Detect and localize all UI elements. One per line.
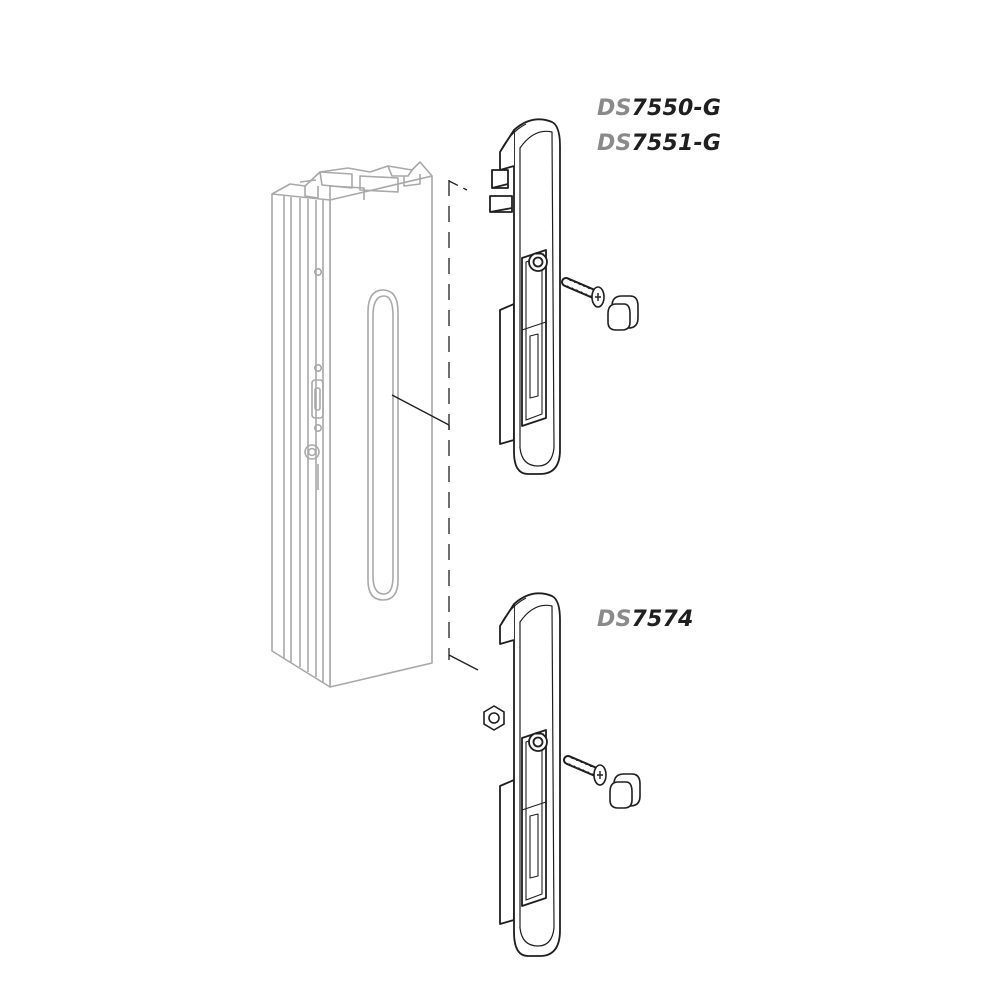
code-prefix: DS xyxy=(597,131,632,156)
product-code-label: DS7550-G xyxy=(597,96,721,122)
screw-icon xyxy=(561,277,605,308)
nut-icon xyxy=(483,705,505,731)
code-prefix: DS xyxy=(597,96,632,121)
product-code-label: DS7551-G xyxy=(597,131,721,157)
cover-cap-icon xyxy=(607,295,639,331)
aluminium-profile xyxy=(271,161,433,688)
cover-cap-icon xyxy=(609,773,641,809)
product-code-label: DS7574 xyxy=(597,607,694,633)
screw-icon xyxy=(563,755,607,786)
handle-lower xyxy=(499,592,561,957)
assembly-guides xyxy=(391,180,479,671)
code-prefix: DS xyxy=(597,607,632,632)
handle-upper xyxy=(489,118,561,475)
code-number: 7574 xyxy=(631,607,694,632)
code-number: 7551-G xyxy=(631,131,722,156)
code-number: 7550-G xyxy=(631,96,722,121)
